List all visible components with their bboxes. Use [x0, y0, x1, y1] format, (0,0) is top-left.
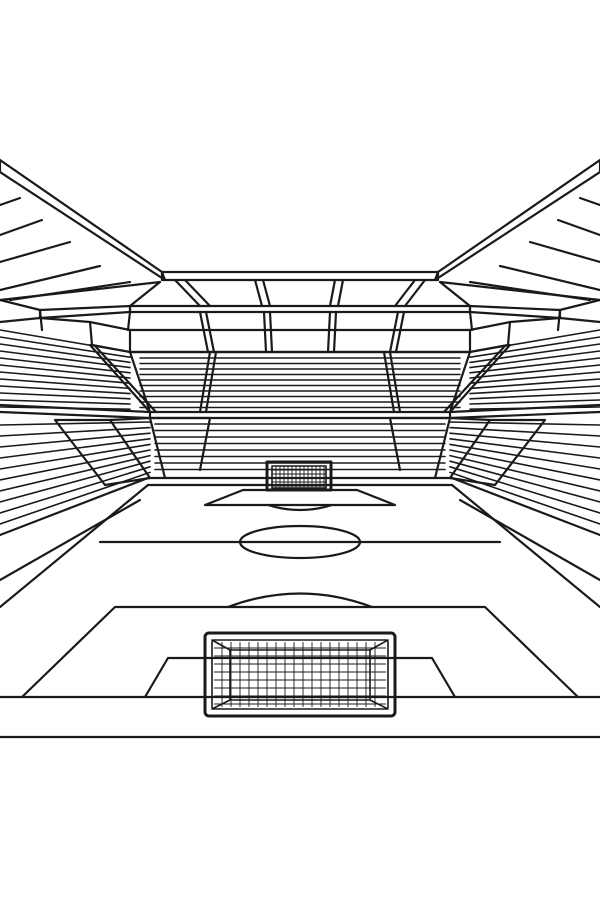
roof-canopy [0, 158, 600, 332]
left-seating-rows [0, 329, 131, 411]
near-goal [203, 631, 397, 718]
seat-row-right [469, 336, 600, 359]
seat-row-lower-right [449, 421, 600, 426]
seat-row-left [0, 392, 131, 400]
seat-row-lower-left [0, 426, 151, 437]
seat-row-right [469, 385, 600, 395]
seat-row-right [469, 329, 600, 353]
seat-row-lower-right [449, 426, 600, 437]
seat-row-left [0, 357, 131, 374]
back-seating-rows [139, 357, 461, 409]
seat-row-right [469, 364, 600, 379]
far-goal [265, 460, 333, 492]
seat-row-lower-right [449, 471, 600, 525]
seat-row-left [0, 371, 131, 385]
seat-row-lower-right [449, 443, 600, 470]
pitch-markings [0, 483, 600, 739]
seat-row-lower-left [0, 421, 151, 426]
seat-row-right [469, 371, 600, 385]
seat-row-left [0, 329, 131, 353]
seat-row-lower-right [449, 465, 600, 514]
seat-row-lower-left [0, 471, 151, 525]
seat-row-lower-left [0, 454, 151, 492]
seat-row-lower-left [0, 449, 151, 481]
seat-row-lower-right [449, 432, 600, 448]
seat-row-right [469, 392, 600, 400]
seat-row-lower-left [0, 465, 151, 514]
seat-row-left [0, 385, 131, 395]
seat-row-lower-right [449, 460, 600, 503]
seat-row-lower-left [0, 443, 151, 470]
seat-row-lower-left [0, 460, 151, 503]
seat-row-right [469, 357, 600, 374]
seat-row-left [0, 399, 131, 405]
seat-row-right [469, 399, 600, 405]
seat-row-lower-left [0, 432, 151, 448]
seat-row-left [0, 378, 131, 390]
seat-row-lower-right [449, 454, 600, 492]
seat-row-lower-right [449, 449, 600, 481]
seat-row-left [0, 336, 131, 359]
seat-row-left [0, 364, 131, 379]
right-seating-rows [469, 329, 600, 411]
seat-row-right [469, 378, 600, 390]
